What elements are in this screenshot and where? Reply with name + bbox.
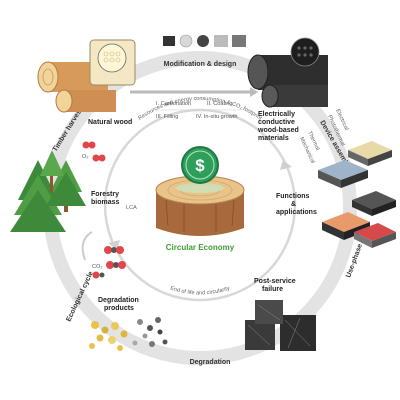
modification-icons [163,34,246,48]
post-service-line-1: Post-service [254,278,296,285]
label-natural-wood: Natural wood [88,119,132,126]
method-insitu: IV. In-situ growth [196,114,237,120]
post-service-blocks [245,300,316,351]
tile-electrical [318,160,368,188]
conductive-line-1: Electrically [258,111,295,118]
post-service-line-2: failure [262,286,283,293]
functions-line-1: Functions [276,193,310,200]
conductive-line-4: materials [258,135,289,142]
ring-label-modification: Modification & design [164,61,237,68]
co2-label: CO₂ [92,264,103,270]
inner-arrowhead-right [280,160,292,170]
co2-molecules [92,246,126,279]
method-carbonation: I. Carbonation [156,101,191,107]
lca-label: LCA [126,205,137,211]
ring-label-degradation: Degradation [190,359,231,366]
method-filling: III. Filling [156,114,178,120]
o2-molecules [82,141,106,162]
circular-economy-label: Circular Economy [166,243,235,252]
conductive-line-3: wood-based [257,127,299,134]
modification-arrowhead [250,87,258,97]
forestry-line-2: biomass [91,199,120,206]
dollar-sign: $ [195,156,205,175]
degradation-products-line-2: products [104,305,134,312]
o2-label: O₂ [82,154,89,160]
co2-arrow [81,231,93,261]
function-tiles [318,141,396,248]
functions-line-3: applications [276,209,317,216]
degradation-particles [89,317,168,351]
functions-line-2: & [291,201,296,208]
inner-end-of-life-text: End of life and circularity [169,286,230,297]
dollar-coin-icon: $ [176,146,224,193]
degradation-products-line-1: Degradation [98,297,139,304]
conductive-line-2: conductive [258,119,295,126]
natural-wood-logs [37,39,136,113]
tile-mechanical [352,191,396,216]
tile-photothermal [348,141,392,166]
conductive-wood-logs [247,37,328,108]
forest-trees [10,150,86,232]
forestry-line-1: Forestry [91,191,119,198]
tile-heat-map [354,223,396,248]
method-coating: II. Coating [207,101,233,107]
